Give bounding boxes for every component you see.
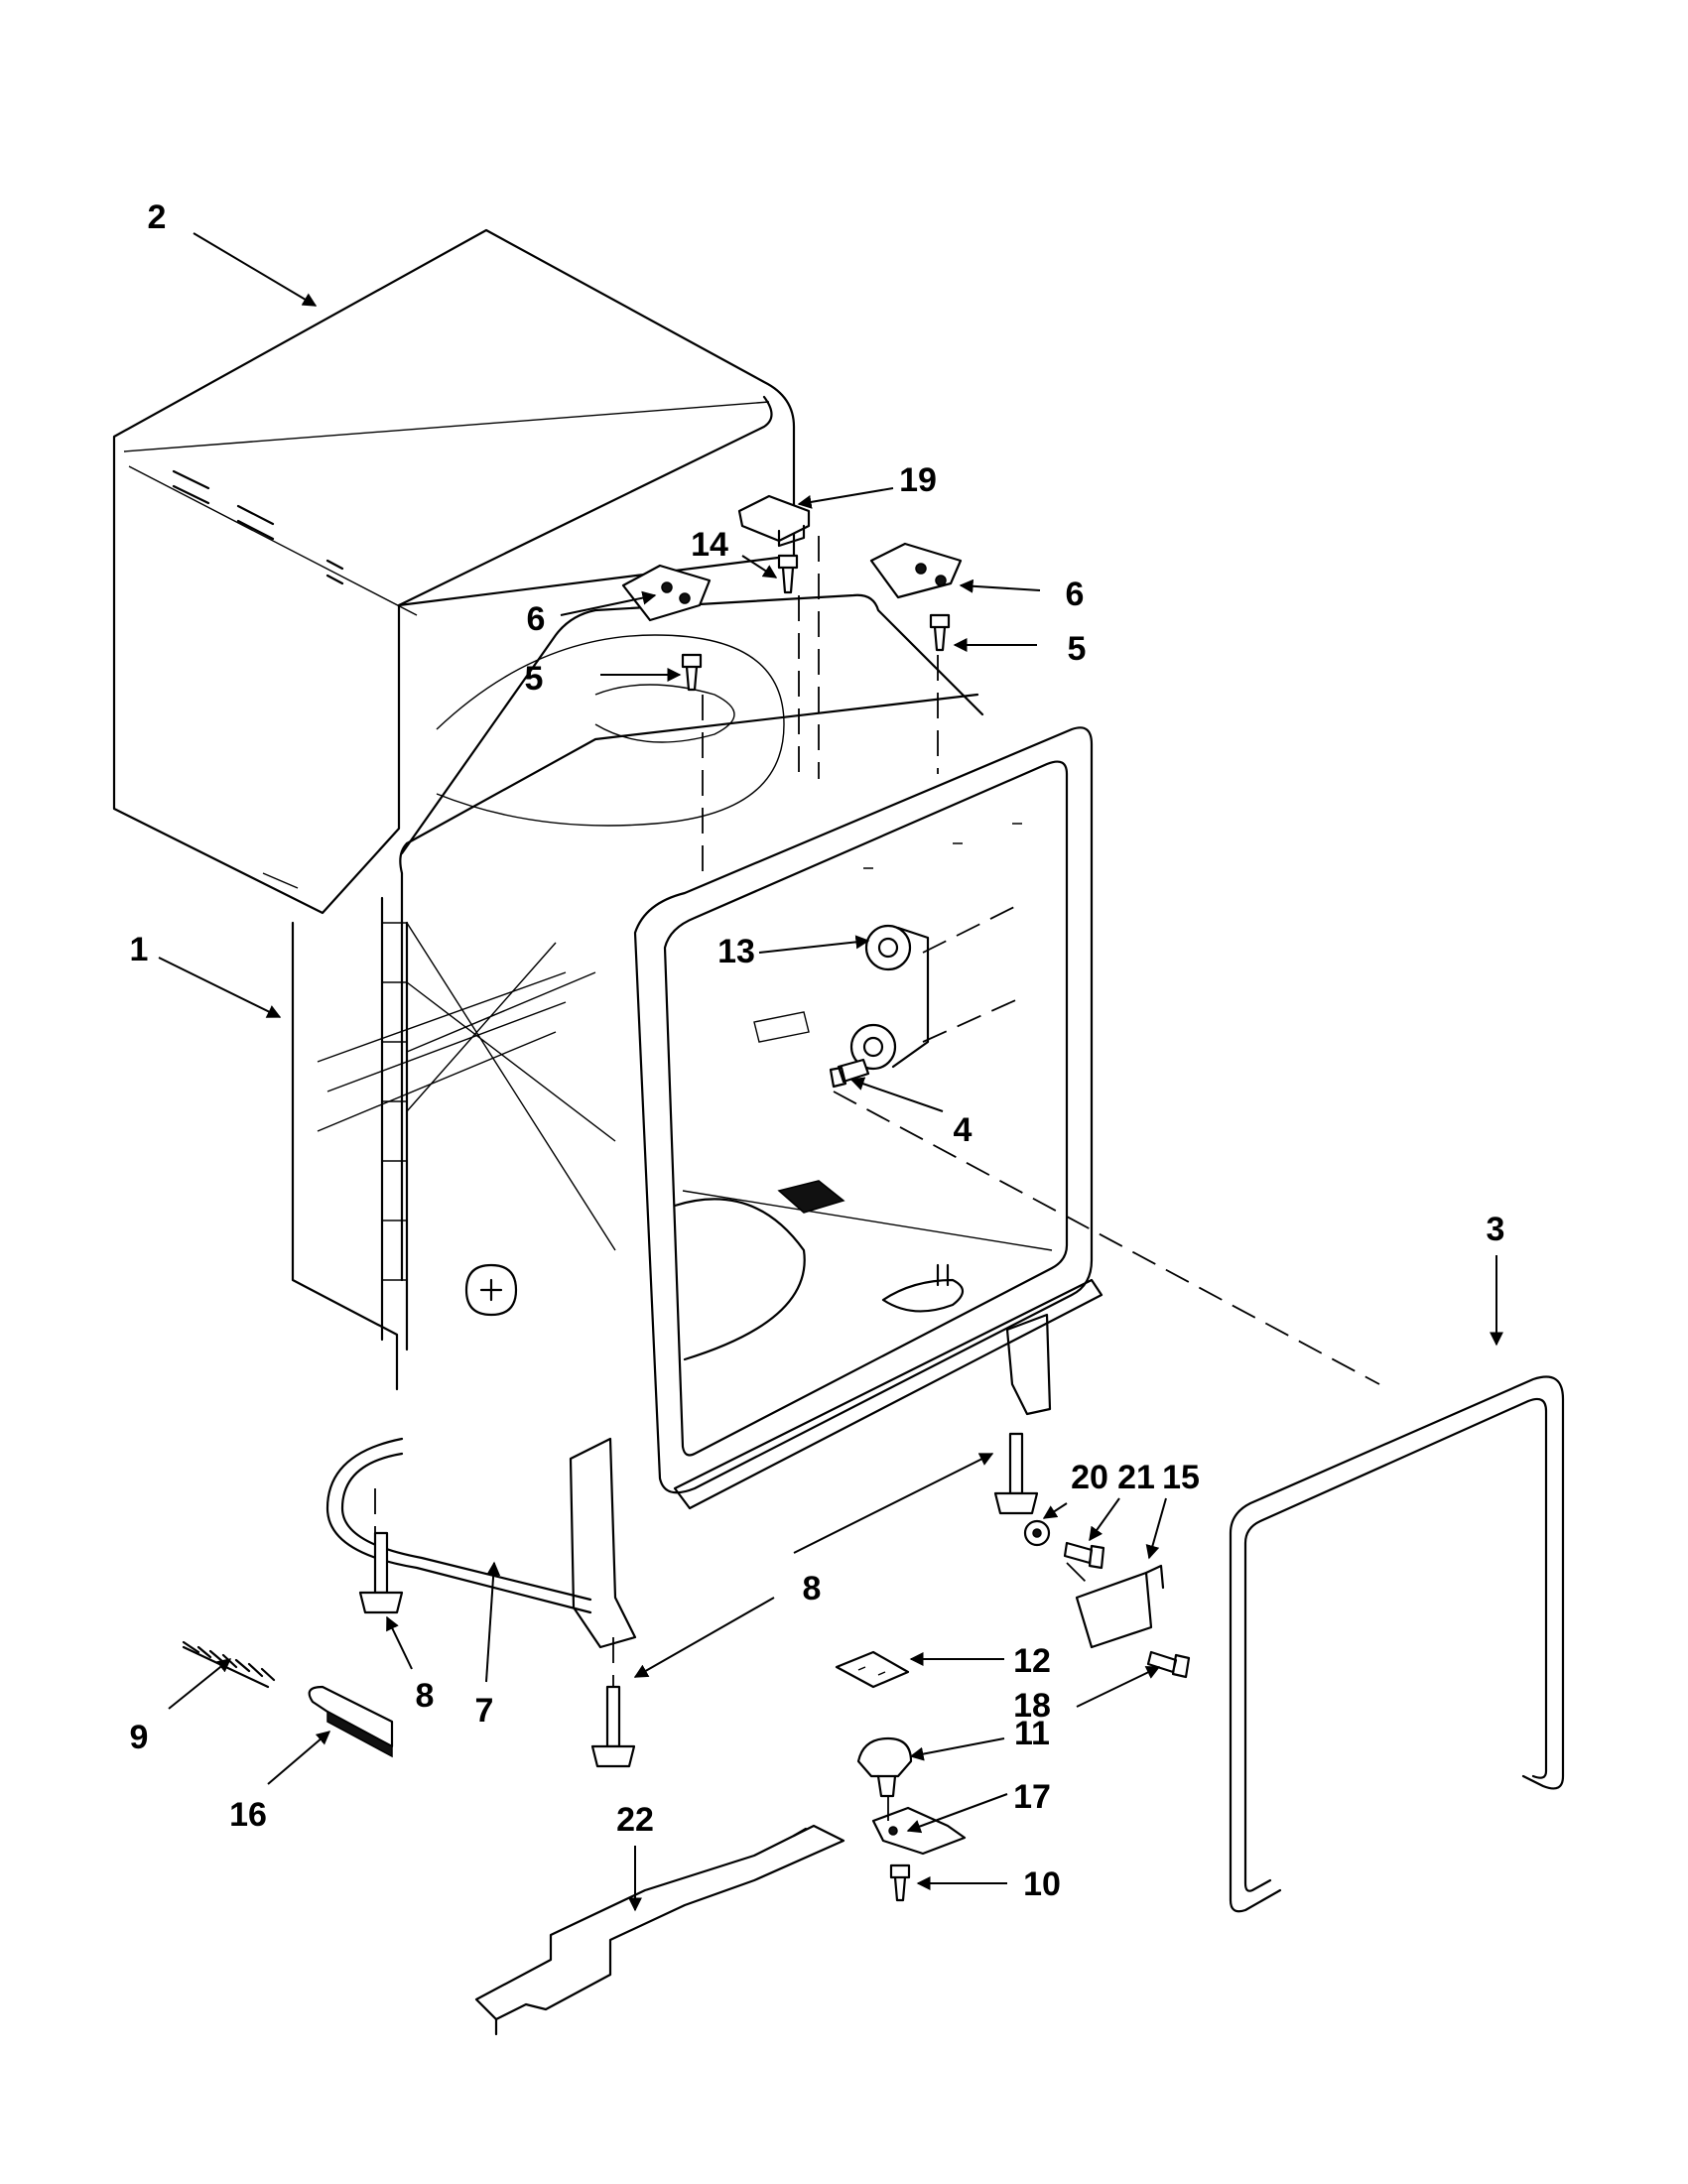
callout-6-right: 6 — [1066, 576, 1085, 613]
part-washer-20 — [1023, 1519, 1051, 1547]
part-leveling-leg-8-left — [358, 1531, 404, 1614]
callout-18: 18 — [1013, 1687, 1051, 1725]
part-spring-9 — [182, 1640, 276, 1689]
part-screw-4 — [829, 1058, 870, 1089]
part-bracket-15 — [1075, 1564, 1165, 1649]
callout-16: 16 — [229, 1796, 267, 1834]
callout-19: 19 — [899, 461, 937, 499]
part-leveling-leg-8-front — [590, 1685, 636, 1768]
part-screw-11 — [1146, 1650, 1191, 1679]
callout-7: 7 — [475, 1692, 494, 1730]
part-insulation-wrap — [112, 228, 796, 915]
part-tub-assembly — [291, 593, 1104, 1649]
callout-2: 2 — [148, 198, 167, 236]
part-door-gasket — [1229, 1375, 1565, 1913]
part-hinge-bracket-left — [621, 564, 712, 622]
part-clip-19 — [737, 494, 811, 548]
part-hinge-bracket-right — [869, 542, 963, 599]
callout-4: 4 — [954, 1111, 973, 1149]
callout-8-left: 8 — [416, 1677, 435, 1715]
callout-14: 14 — [691, 526, 728, 564]
callout-20: 20 — [1071, 1459, 1108, 1496]
part-screw-5-right — [929, 613, 951, 652]
callout-1: 1 — [130, 931, 149, 968]
part-foot-pad-16 — [308, 1685, 394, 1758]
part-shield-22 — [474, 1824, 845, 2036]
callout-8-center: 8 — [803, 1570, 822, 1607]
callout-12: 12 — [1013, 1642, 1051, 1680]
callout-22: 22 — [616, 1801, 654, 1839]
assembly-lines — [374, 536, 1380, 1821]
callout-11: 11 — [1014, 1715, 1050, 1752]
callout-13: 13 — [717, 933, 755, 970]
part-plate-12 — [835, 1650, 910, 1689]
callout-15: 15 — [1162, 1459, 1200, 1496]
callout-3: 3 — [1487, 1211, 1505, 1248]
callout-21: 21 — [1117, 1459, 1155, 1496]
callout-labels: 2 1 3 4 5 5 6 6 7 8 8 9 10 11 12 13 14 1… — [130, 198, 1505, 1903]
leader-arrows — [158, 232, 1503, 1912]
part-thermostat-18 — [856, 1736, 913, 1798]
part-screw-10 — [889, 1863, 911, 1902]
part-leveling-leg-8-right — [993, 1432, 1039, 1515]
part-screw-5-left — [681, 653, 703, 692]
callout-5-left: 5 — [525, 660, 544, 698]
callout-6-left: 6 — [527, 600, 546, 638]
callout-10: 10 — [1023, 1865, 1061, 1903]
callout-17: 17 — [1013, 1778, 1051, 1816]
part-screw-14 — [777, 554, 799, 594]
part-screw-21 — [1063, 1541, 1105, 1570]
callout-5-right: 5 — [1068, 630, 1087, 668]
callout-9: 9 — [130, 1719, 149, 1756]
